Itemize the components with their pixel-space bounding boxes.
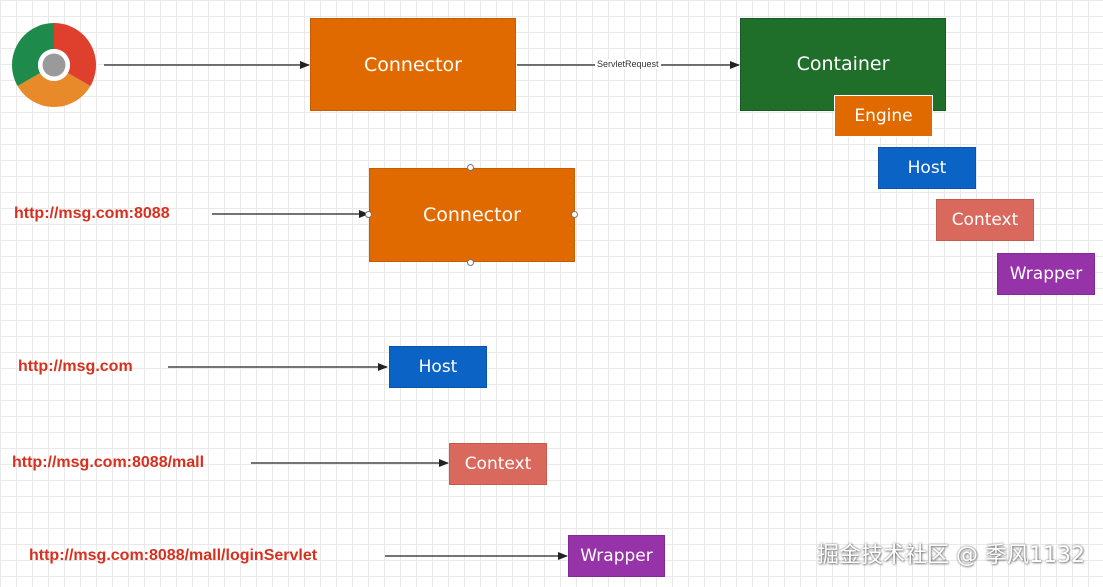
connector-box-top[interactable]: Connector	[310, 18, 516, 111]
url-host: http://msg.com	[18, 358, 133, 375]
url-context: http://msg.com:8088/mall	[12, 454, 205, 471]
host-box-hierarchy[interactable]: Host	[878, 147, 976, 189]
wrapper-box-hierarchy[interactable]: Wrapper	[997, 253, 1095, 295]
url-wrapper: http://msg.com:8088/mall/loginServlet	[29, 547, 318, 564]
watermark: 掘金技术社区 @ 季风1132	[817, 543, 1085, 568]
context-box[interactable]: Context	[449, 443, 547, 485]
selection-handle-left[interactable]	[365, 211, 372, 218]
wrapper-box[interactable]: Wrapper	[568, 535, 665, 577]
selection-handle-bottom[interactable]	[467, 259, 474, 266]
servlet-request-edge-label: ServletRequest	[595, 59, 661, 69]
url-connector: http://msg.com:8088	[14, 205, 170, 222]
connector-box-selected[interactable]: Connector	[369, 168, 575, 262]
selection-handle-right[interactable]	[571, 211, 578, 218]
engine-box[interactable]: Engine	[834, 95, 933, 137]
chrome-icon	[12, 23, 96, 107]
context-box-hierarchy[interactable]: Context	[936, 199, 1034, 241]
selection-handle-top[interactable]	[467, 164, 474, 171]
host-box[interactable]: Host	[389, 346, 487, 388]
